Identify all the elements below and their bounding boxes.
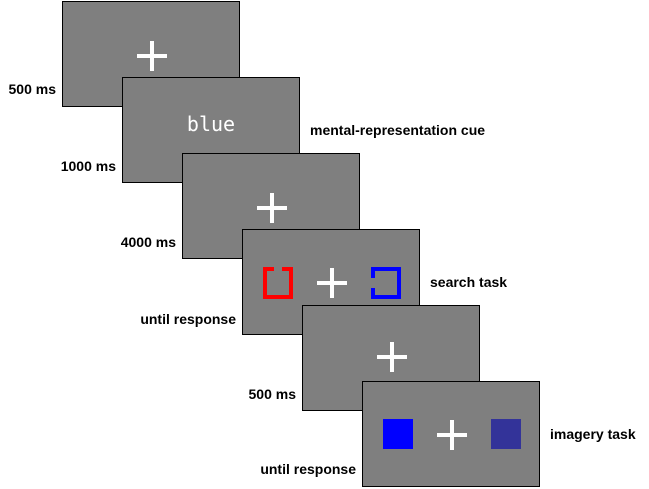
blue-square-right [491,419,521,449]
bracket-square-blue-icon [371,267,401,299]
frame-imagery-task [362,381,540,487]
fixation-cross-icon [437,420,467,450]
imagery-task-label: imagery task [550,426,636,442]
cue-task-label: mental-representation cue [310,122,486,138]
fixation-cross-icon [377,342,407,372]
duration-label-5: 500 ms [248,386,296,402]
cue-word: blue [186,112,236,136]
duration-label-3: 4000 ms [120,234,176,250]
bracket-square-red-icon [263,267,293,299]
duration-label-6: until response [260,461,356,477]
fixation-cross-icon [257,193,287,223]
duration-label-4: until response [140,311,236,327]
fixation-cross-icon [317,268,347,298]
fixation-cross-icon [137,41,167,71]
blue-square-left [383,419,413,449]
duration-label-1: 500 ms [8,81,56,97]
duration-label-2: 1000 ms [60,158,116,174]
search-task-label: search task [430,274,508,290]
